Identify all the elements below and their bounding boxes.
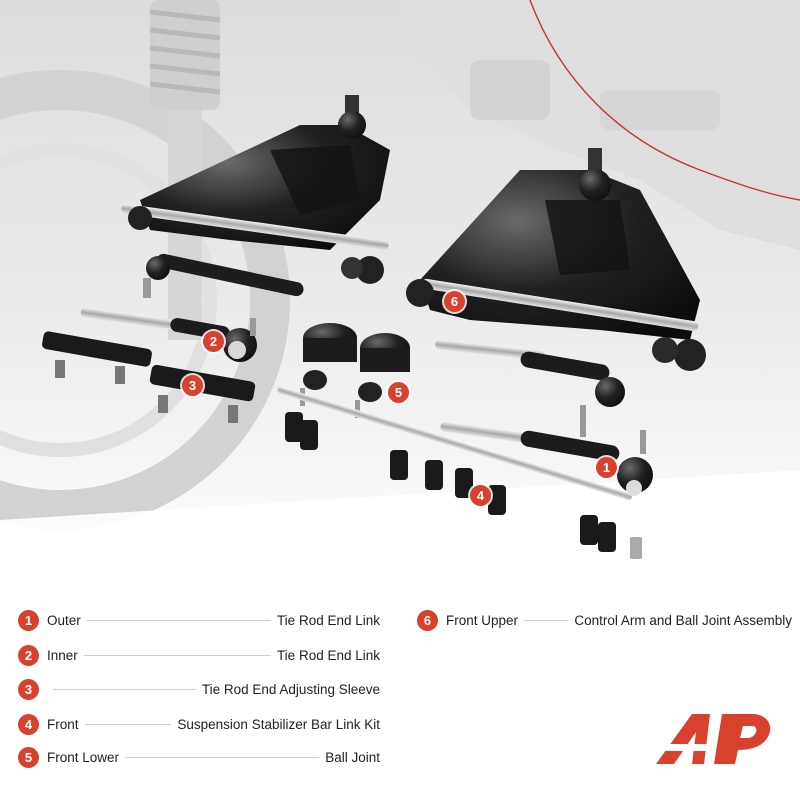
callout-4: 4 — [470, 485, 491, 506]
legend-prefix: Front — [47, 716, 79, 732]
legend-prefix: Inner — [47, 647, 78, 663]
legend-name: Control Arm and Ball Joint Assembly — [574, 612, 792, 628]
legend-divider — [53, 688, 196, 690]
callout-2: 2 — [203, 331, 224, 352]
adjusting-sleeve-left — [42, 331, 152, 384]
legend-name: Ball Joint — [325, 749, 380, 765]
legend-name: Suspension Stabilizer Bar Link Kit — [177, 716, 380, 732]
legend-badge: 5 — [18, 746, 39, 768]
legend-name: Tie Rod End Link — [276, 612, 380, 628]
legend-item-4: 4 Front Suspension Stabilizer Bar Link K… — [18, 711, 380, 737]
legend-divider — [125, 756, 320, 758]
legend-name: Tie Rod End Adjusting Sleeve — [201, 681, 380, 697]
legend-item-1: 1 Outer Tie Rod End Link — [18, 607, 380, 633]
legend-badge: 2 — [18, 644, 39, 666]
ball-joint-left — [300, 323, 357, 406]
upper-control-arm-left — [121, 95, 390, 284]
product-photo — [0, 0, 800, 590]
upper-control-arm-right — [406, 148, 706, 371]
legend-badge: 6 — [417, 609, 438, 631]
ball-joint-right — [355, 333, 410, 418]
legend-divider — [84, 723, 172, 725]
legend-prefix: Outer — [47, 612, 81, 628]
tie-rod-end-upper-left — [143, 253, 304, 298]
legend-item-5: 5 Front Lower Ball Joint — [18, 744, 380, 770]
legend-item-3: 3 Tie Rod End Adjusting Sleeve — [18, 676, 380, 702]
a-premium-logo — [652, 714, 771, 764]
legend-badge: 4 — [18, 713, 39, 735]
stabilizer-bar-link — [277, 386, 642, 559]
legend-item-2: 2 Inner Tie Rod End Link — [18, 642, 380, 668]
legend-divider — [524, 619, 569, 621]
tie-rod-end-middle-right — [435, 339, 625, 437]
legend-prefix: Front Lower — [47, 749, 120, 765]
outer-tie-rod-end — [440, 421, 653, 496]
legend-item-6: 6 Front Upper Control Arm and Ball Joint… — [417, 607, 792, 633]
callout-6: 6 — [444, 291, 465, 312]
callout-5: 5 — [388, 382, 409, 403]
legend-badge: 1 — [18, 609, 39, 631]
legend-divider — [83, 654, 271, 656]
legend-badge: 3 — [18, 678, 39, 700]
callout-1: 1 — [596, 457, 617, 478]
legend-divider — [86, 619, 271, 621]
callout-3: 3 — [182, 375, 203, 396]
legend-name: Tie Rod End Link — [276, 647, 380, 663]
legend-prefix: Front Upper — [446, 612, 519, 628]
